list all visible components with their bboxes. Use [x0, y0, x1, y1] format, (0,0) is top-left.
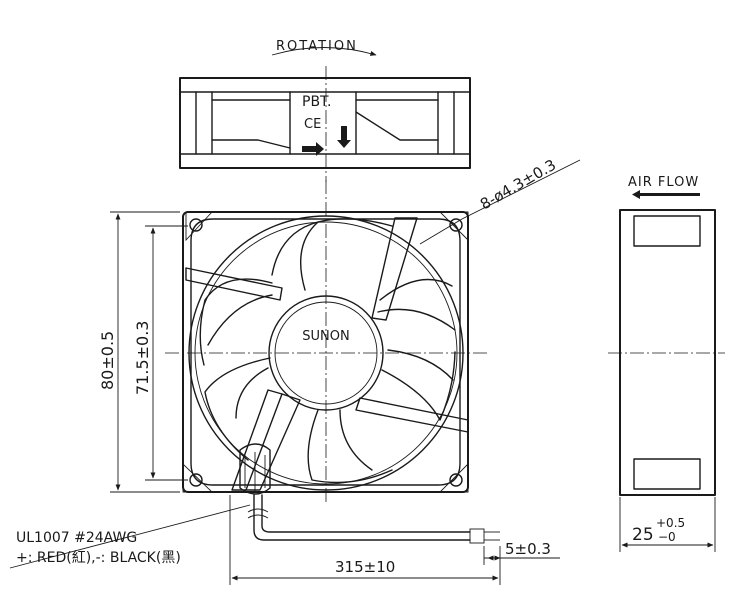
- air-flow-label: AIR FLOW: [628, 175, 699, 190]
- lead-wires: UL1007 #24AWG +: RED(紅),-: BLACK(黑): [9, 494, 500, 569]
- motor-hub: [268, 295, 384, 411]
- wire-red: [253, 494, 471, 541]
- rotation-label: ROTATION: [276, 39, 358, 54]
- hole-pitch-dim-text: 71.5±0.3: [133, 321, 152, 395]
- side-view: AIR FLOW 25 +0.5 −0: [608, 175, 725, 552]
- thickness-dim-upper: +0.5: [656, 516, 685, 530]
- material-label: PBT.: [302, 94, 331, 110]
- wire-spec-leader: [9, 504, 251, 569]
- thickness-dim-base: 25: [632, 525, 654, 545]
- height-dimensions: 80±0.5 71.5±0.3: [98, 211, 188, 493]
- top-view-outline: [179, 77, 471, 169]
- hole-leader: [461, 159, 581, 220]
- lead-length-dim-text: 315±10: [335, 558, 395, 576]
- rotation-arrow-right-icon: [302, 142, 324, 156]
- flow-arrow-down-icon: [337, 126, 351, 148]
- side-view-outline: [619, 209, 716, 496]
- hole-spec-label: 8-ø4.3±0.3: [477, 156, 559, 214]
- rotation-arc: [271, 47, 377, 56]
- strip-length-dim-text: 5±0.3: [505, 540, 551, 558]
- air-flow-arrow-icon: [632, 190, 700, 199]
- fan-blades: [199, 218, 456, 484]
- side-view-slot-bottom: [633, 458, 701, 490]
- fan-opening-outer: [188, 215, 464, 491]
- wire-black: [261, 494, 471, 533]
- wire-colors-label: +: RED(紅),-: BLACK(黑): [16, 550, 181, 566]
- top-view-blade-right: [355, 99, 439, 141]
- height-dim-text: 80±0.5: [98, 331, 117, 390]
- brand-label: SUNON: [302, 329, 349, 344]
- lead-length-dimensions: 315±10 5±0.3: [229, 495, 560, 585]
- top-view: ROTATION PBT. CE: [179, 39, 471, 182]
- front-view: SUNON 8-ø4.3±0.3: [165, 156, 581, 505]
- wire-spec-label: UL1007 #24AWG: [16, 530, 137, 546]
- thickness-dim-lower: −0: [658, 530, 676, 544]
- cable-grommet: [239, 443, 271, 495]
- fan-frame: [182, 211, 469, 493]
- top-view-blade-left: [211, 99, 291, 149]
- ce-mark: CE: [304, 117, 321, 132]
- side-view-slot-top: [633, 215, 701, 247]
- mounting-holes: [182, 211, 469, 493]
- support-struts: [185, 217, 469, 491]
